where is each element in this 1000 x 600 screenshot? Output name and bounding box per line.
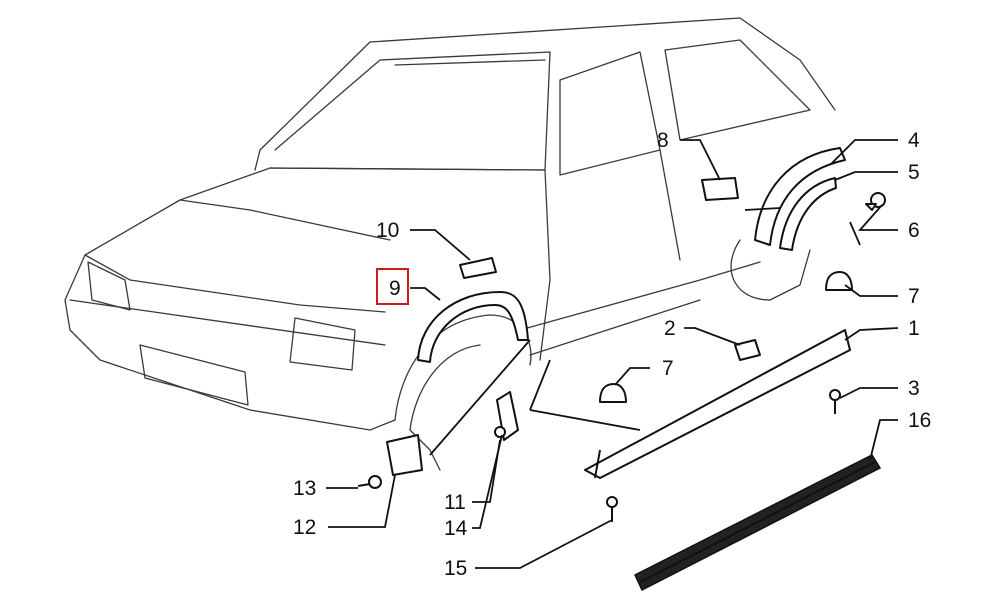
clip-part-10 [459,257,497,279]
grommet-part-7-front [599,383,627,403]
sill-moulding-part [584,329,851,479]
callout-9: 9 [389,277,401,300]
callout-14: 14 [444,517,468,540]
callout-labels: 1 2 3 4 5 6 7 7 8 9 10 11 12 13 14 15 16 [293,129,931,580]
bracket-part-12 [386,434,423,476]
screw-part-13 [357,475,382,489]
callout-10: 10 [376,219,399,242]
callout-8: 8 [657,129,669,152]
rear-wheel-arch-liner-part [754,147,846,246]
callout-4: 4 [908,129,920,152]
callout-7-front: 7 [662,357,674,380]
callout-9-highlight-box [376,268,409,305]
screw-part-3 [829,389,841,414]
callout-13: 13 [293,477,316,500]
callout-2: 2 [664,317,676,340]
callout-3: 3 [908,377,920,400]
clip-part-2 [734,339,761,361]
screw-part-15 [606,496,618,522]
fastener-part-14 [494,426,506,438]
leader-lines [326,139,899,569]
rear-wheel-arch-inner-part [779,177,837,251]
clip-part-8 [701,177,739,201]
car-outline [64,17,836,471]
callout-12: 12 [293,516,316,539]
callout-6: 6 [908,219,920,242]
callout-16: 16 [908,409,931,432]
screw-part-6 [865,192,886,211]
callout-11: 11 [444,491,466,514]
callout-15: 15 [444,557,467,580]
callout-1: 1 [908,317,920,340]
front-wheel-arch-trim-part [417,291,529,363]
callout-7-rear: 7 [908,285,920,308]
callout-5: 5 [908,161,920,184]
